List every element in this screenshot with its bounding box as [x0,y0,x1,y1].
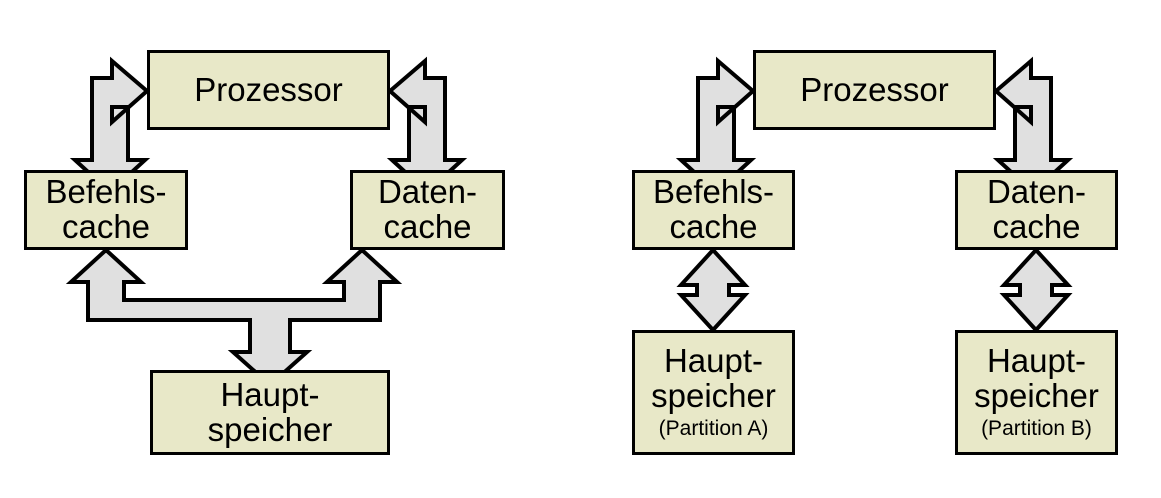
left-instruction-cache-box[interactable]: Befehls- cache [24,170,188,250]
right-memory-b-partition-caption: (Partition B) [981,417,1092,441]
left-main-memory-box[interactable]: Haupt- speicher [150,370,390,455]
left-main-memory-label-line1: Haupt- [220,375,320,413]
right-instruction-cache-label-line2: cache [669,208,758,245]
left-data-cache-label-line2: cache [383,208,472,245]
left-processor-label: Prozessor [194,70,343,108]
right-data-cache-box[interactable]: Daten- cache [955,170,1118,250]
right-main-memory-partition-b-box[interactable]: Haupt- speicher (Partition B) [955,330,1118,455]
right-memory-a-partition-caption: (Partition A) [658,417,769,441]
right-processor-box[interactable]: Prozessor [753,50,996,130]
right-instruction-cache-memory-a-arrow [676,247,750,333]
right-memory-b-label-line2: speicher [974,377,1099,415]
left-instruction-cache-label-line1: Befehls- [45,173,167,211]
left-processor-box[interactable]: Prozessor [147,50,390,130]
left-caches-main-memory-arrow [65,247,403,388]
right-data-cache-label-line1: Daten- [986,173,1087,211]
right-data-cache-label-line2: cache [992,208,1081,245]
right-main-memory-partition-a-box[interactable]: Haupt- speicher (Partition A) [632,330,795,455]
left-main-memory-label-line2: speicher [207,410,333,448]
right-processor-label: Prozessor [800,70,949,108]
left-instruction-cache-label-line2: cache [61,208,151,245]
left-data-cache-box[interactable]: Daten- cache [350,170,505,250]
right-instruction-cache-box[interactable]: Befehls- cache [632,170,795,250]
right-memory-a-label-line1: Haupt- [663,342,764,380]
right-data-cache-memory-b-arrow [999,247,1073,333]
left-data-cache-label-line1: Daten- [377,173,478,211]
right-memory-a-label-line2: speicher [651,377,776,415]
right-memory-b-label-line1: Haupt- [986,342,1087,380]
right-instruction-cache-label-line1: Befehls- [652,173,775,211]
